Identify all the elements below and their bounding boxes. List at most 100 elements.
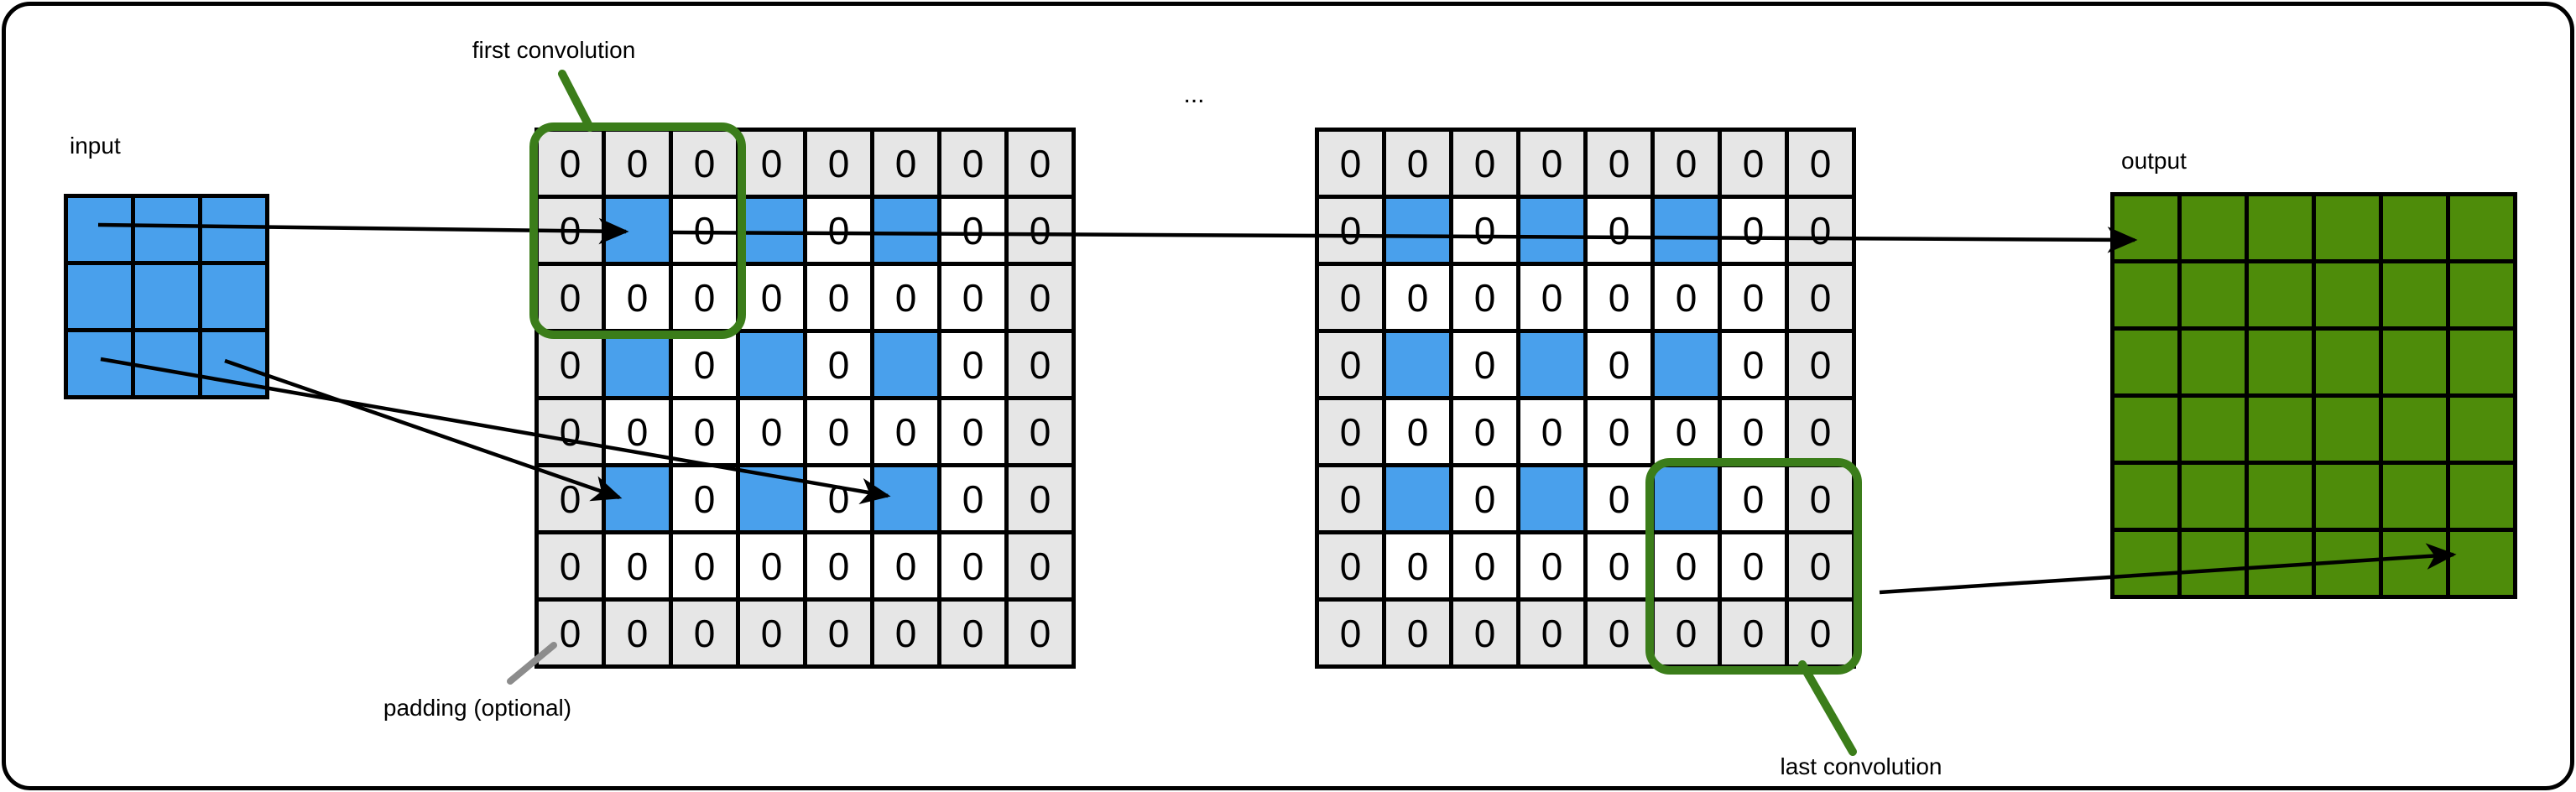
grid-cell-blue — [1520, 467, 1583, 530]
grid-cell-gray: 0 — [1319, 534, 1382, 597]
grid-cell-white: 0 — [807, 199, 870, 262]
grid-cell-white: 0 — [1588, 266, 1650, 329]
grid-cell-green — [2182, 331, 2245, 393]
grid-cell-gray: 0 — [606, 132, 669, 195]
grid-cell-gray: 0 — [1588, 602, 1650, 664]
grid-cell-gray: 0 — [539, 199, 602, 262]
grid-cell-green — [2316, 196, 2379, 259]
grid-cell-white: 0 — [1386, 534, 1449, 597]
grid-cell-gray: 0 — [1009, 266, 1072, 329]
grid-cell-green — [2249, 398, 2312, 461]
grid-cell-green — [2249, 331, 2312, 393]
grid-cell-white: 0 — [606, 266, 669, 329]
last-convolution-label: last convolution — [1780, 753, 1942, 779]
grid-cell-green — [2115, 331, 2177, 393]
grid-cell-gray: 0 — [1789, 602, 1852, 664]
grid-cell-white: 0 — [740, 534, 803, 597]
grid-cell-white: 0 — [1722, 199, 1785, 262]
grid-cell-white: 0 — [1655, 266, 1718, 329]
grid-cell-gray: 0 — [539, 467, 602, 530]
grid-cell-gray: 0 — [539, 400, 602, 463]
grid-cell-gray: 0 — [1009, 199, 1072, 262]
grid-cell-gray: 0 — [1009, 132, 1072, 195]
grid-cell-white: 0 — [1722, 467, 1785, 530]
grid-cell-blue — [202, 265, 265, 328]
grid-cell-gray: 0 — [874, 602, 937, 664]
grid-cell-green — [2450, 465, 2513, 528]
grid-cell-gray: 0 — [1009, 467, 1072, 530]
grid-cell-white: 0 — [1453, 467, 1516, 530]
grid-cell-green — [2316, 331, 2379, 393]
grid-cell-white: 0 — [941, 333, 1004, 396]
grid-cell-gray: 0 — [1319, 266, 1382, 329]
grid-cell-blue — [606, 199, 669, 262]
grid-cell-gray: 0 — [539, 132, 602, 195]
grid-cell-white: 0 — [1453, 266, 1516, 329]
grid-cell-white: 0 — [1520, 400, 1583, 463]
last-convolution-leader-line — [1798, 660, 1857, 756]
grid-cell-green — [2249, 196, 2312, 259]
grid-cell-gray: 0 — [1789, 467, 1852, 530]
grid-cell-white: 0 — [1520, 534, 1583, 597]
grid-cell-green — [2383, 532, 2446, 595]
grid-cell-gray: 0 — [1319, 467, 1382, 530]
grid-cell-green — [2115, 532, 2177, 595]
grid-cell-blue — [1655, 467, 1718, 530]
grid-cell-white: 0 — [807, 266, 870, 329]
grid-cell-gray: 0 — [606, 602, 669, 664]
padding-optional-label: padding (optional) — [383, 695, 572, 721]
grid-cell-white: 0 — [1453, 333, 1516, 396]
grid-cell-gray: 0 — [1655, 132, 1718, 195]
grid-cell-gray: 0 — [1722, 132, 1785, 195]
grid-cell-gray: 0 — [1009, 333, 1072, 396]
grid-cell-white: 0 — [673, 400, 736, 463]
grid-cell-green — [2383, 331, 2446, 393]
grid-cell-blue — [874, 467, 937, 530]
grid-cell-green — [2450, 532, 2513, 595]
grid-cell-blue — [874, 199, 937, 262]
grid-cell-green — [2450, 398, 2513, 461]
grid-cell-green — [2383, 398, 2446, 461]
grid-cell-green — [2182, 532, 2245, 595]
grid-cell-gray: 0 — [1319, 132, 1382, 195]
grid-cell-green — [2316, 398, 2379, 461]
grid-cell-white: 0 — [1386, 266, 1449, 329]
grid-cell-blue — [135, 265, 198, 328]
grid-cell-green — [2383, 196, 2446, 259]
grid-cell-white: 0 — [740, 266, 803, 329]
grid-cell-green — [2182, 263, 2245, 326]
grid-cell-blue — [1655, 199, 1718, 262]
grid-cell-gray: 0 — [807, 602, 870, 664]
grid-cell-green — [2115, 465, 2177, 528]
grid-cell-white: 0 — [1386, 400, 1449, 463]
grid-cell-white: 0 — [740, 400, 803, 463]
grid-cell-blue — [68, 332, 131, 395]
grid-cell-gray: 0 — [941, 132, 1004, 195]
grid-cell-gray: 0 — [1009, 534, 1072, 597]
output-label: output — [2121, 148, 2187, 174]
first-convolution-leader-line — [558, 70, 594, 132]
grid-cell-gray: 0 — [539, 266, 602, 329]
grid-cell-green — [2383, 465, 2446, 528]
grid-cell-white: 0 — [1588, 333, 1650, 396]
grid-cell-white: 0 — [1655, 534, 1718, 597]
grid-cell-white: 0 — [807, 333, 870, 396]
grid-cell-white: 0 — [941, 467, 1004, 530]
grid-cell-gray: 0 — [1319, 602, 1382, 664]
grid-cell-gray: 0 — [1655, 602, 1718, 664]
grid-cell-blue — [606, 333, 669, 396]
grid-cell-gray: 0 — [874, 132, 937, 195]
grid-cell-gray: 0 — [1453, 132, 1516, 195]
output-grid — [2110, 192, 2517, 599]
grid-cell-white: 0 — [673, 534, 736, 597]
grid-cell-white: 0 — [807, 400, 870, 463]
grid-cell-gray: 0 — [539, 534, 602, 597]
grid-cell-green — [2249, 263, 2312, 326]
grid-cell-gray: 0 — [1520, 132, 1583, 195]
grid-cell-blue — [740, 467, 803, 530]
grid-cell-gray: 0 — [1386, 132, 1449, 195]
grid-cell-white: 0 — [1722, 534, 1785, 597]
grid-cell-gray: 0 — [1789, 534, 1852, 597]
